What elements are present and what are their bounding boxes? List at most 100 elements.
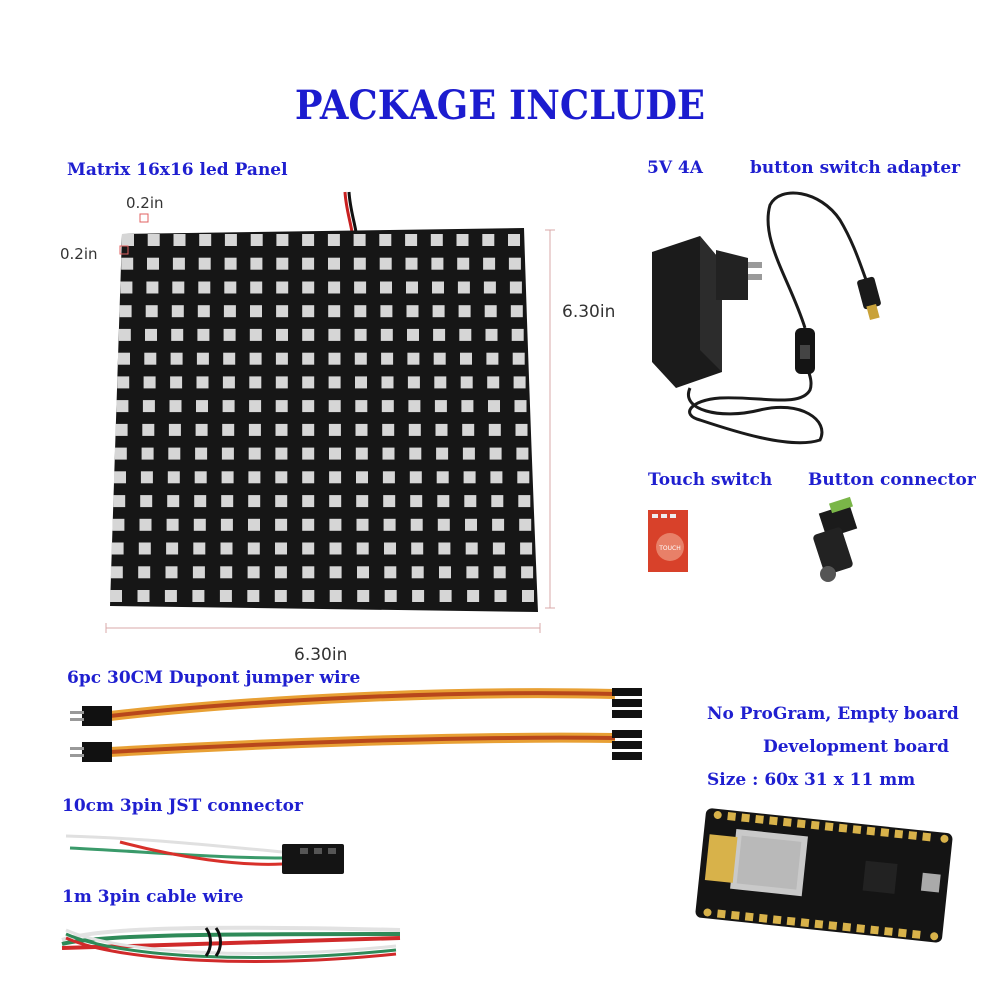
led-pixel [355, 423, 368, 436]
led-pixel [224, 281, 237, 294]
led-pixel [518, 495, 531, 508]
led-pixel [508, 234, 520, 246]
led-pixel [434, 376, 447, 389]
led-pixel [166, 518, 179, 531]
led-pixel [302, 376, 315, 389]
led-pixel [412, 590, 425, 602]
led-pixel [171, 328, 184, 341]
led-pixel [354, 305, 367, 318]
led-pixel [482, 234, 495, 246]
led-pixel [276, 234, 289, 246]
led-pixel [432, 305, 445, 318]
led-pixel [383, 495, 396, 508]
led-pixel [118, 328, 131, 341]
led-pixel [328, 257, 340, 270]
led-pitch-top-dimension: 0.2in [126, 194, 164, 212]
led-pixel [329, 542, 342, 555]
led-pixel [275, 423, 288, 436]
led-pixel [436, 447, 449, 460]
led-pixel [274, 566, 287, 579]
led-pixel [275, 518, 288, 531]
led-pixel [328, 281, 341, 294]
led-pixel [146, 281, 159, 294]
led-pixel [194, 495, 207, 508]
led-pixel [198, 257, 211, 270]
led-pixel [193, 542, 206, 555]
led-pixel [147, 257, 159, 270]
board-line2-label: Development board [763, 737, 949, 757]
led-pixel [508, 257, 521, 270]
led-pixel [382, 447, 395, 460]
led-pixel [355, 447, 368, 460]
led-pixel [354, 352, 367, 365]
led-pixel [168, 423, 181, 436]
led-pixel [196, 352, 209, 365]
led-pixel [411, 542, 424, 555]
led-pixel [248, 495, 261, 508]
led-pixel [247, 566, 260, 579]
led-pixel [111, 542, 124, 555]
led-pixel [329, 518, 342, 531]
led-pixel [329, 471, 342, 484]
led-pixel [483, 257, 496, 270]
led-pixel [195, 447, 208, 460]
led-pixel [357, 566, 369, 579]
panel-height-dimension: 6.30in [562, 302, 616, 322]
led-pixel [113, 495, 126, 508]
led-pixel [382, 423, 395, 436]
led-pixel [115, 423, 128, 436]
led-pixel [328, 400, 341, 413]
led-pixel [196, 376, 209, 389]
led-pixel [219, 590, 232, 602]
led-pixel [248, 471, 261, 484]
led-pixel [460, 376, 473, 389]
led-pixel [276, 257, 289, 270]
led-pixel [302, 305, 315, 318]
led-pixel [118, 352, 130, 365]
led-pixel [456, 234, 469, 246]
led-pixel [356, 495, 369, 508]
led-pixel [329, 566, 342, 579]
led-pixel [327, 234, 340, 246]
led-pixel [458, 305, 471, 318]
led-pixel [459, 328, 472, 341]
led-pixel [381, 376, 394, 389]
led-pixel [435, 423, 448, 436]
led-pixel [169, 400, 182, 413]
button-connector-label: Button connector [808, 470, 976, 490]
led-pixel [116, 400, 129, 413]
led-pixel [139, 518, 152, 531]
led-pixel [173, 234, 186, 246]
led-pixel [119, 305, 132, 318]
led-pixel [220, 542, 233, 555]
led-pixel [353, 257, 366, 270]
led-pixel [302, 328, 315, 341]
led-pixel [172, 281, 185, 294]
led-pixel [165, 566, 178, 579]
led-pixel [407, 352, 420, 365]
led-pixel [467, 590, 480, 602]
led-pixel [466, 566, 479, 579]
led-pixel [224, 257, 237, 270]
led-pixel [147, 234, 160, 246]
board-size-label: Size : 60x 31 x 11 mm [707, 770, 916, 790]
led-pixel [221, 471, 234, 484]
led-pixel [276, 328, 288, 341]
led-pixel [248, 518, 260, 531]
led-pixel [302, 542, 315, 555]
led-pixel [249, 352, 262, 365]
led-pixel [488, 400, 500, 413]
led-pixel [302, 423, 315, 436]
led-pixel [516, 447, 529, 460]
led-pixel [509, 281, 522, 294]
led-pixel [354, 328, 367, 341]
led-pixel [140, 495, 153, 508]
led-pixel [302, 257, 315, 270]
led-pixel [145, 328, 157, 341]
led-pixel [489, 447, 502, 460]
led-pixel [170, 376, 183, 389]
